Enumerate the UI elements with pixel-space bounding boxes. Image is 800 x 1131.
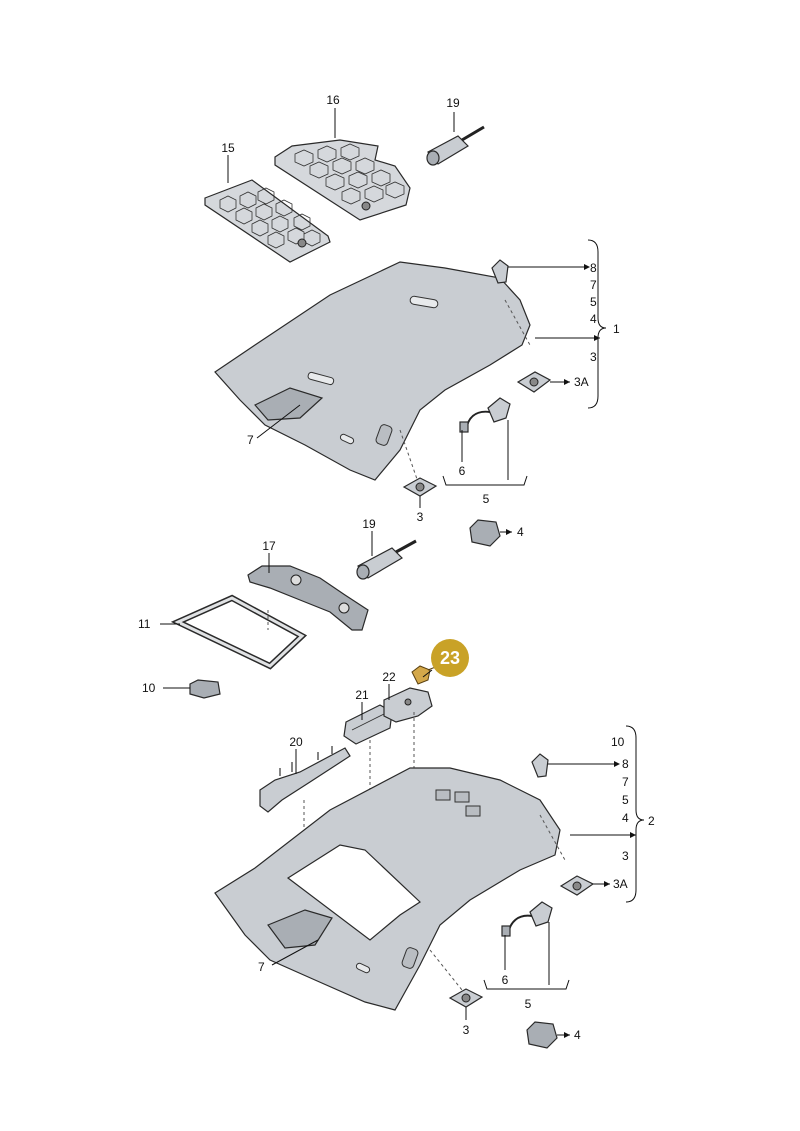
callout-4-lower: 4 [574, 1028, 581, 1042]
callout-4-upper-right: 4 [590, 312, 597, 326]
callout-19-lower: 19 [362, 517, 376, 531]
part-3A-lower[interactable] [559, 875, 595, 896]
part-22-bracket[interactable] [383, 687, 433, 723]
callout-10-middle: 10 [142, 681, 156, 695]
part-4-lower[interactable] [526, 1021, 558, 1049]
callout-7-upper-right: 7 [590, 278, 597, 292]
part-16-insulation-mat[interactable] [274, 139, 411, 221]
part-8-clip-upper[interactable] [491, 259, 509, 284]
callout-21: 21 [355, 688, 369, 702]
callout-6-lower: 6 [502, 973, 509, 987]
callout-3-lower: 3 [463, 1023, 470, 1037]
part-17-bracket[interactable] [247, 565, 369, 631]
part-15-insulation-mat[interactable] [204, 179, 331, 263]
part-19-damper-lower[interactable] [356, 539, 417, 580]
callout-10-lower-right: 10 [611, 735, 625, 749]
callout-4-lower-right: 4 [622, 811, 629, 825]
callout-3A-upper: 3A [574, 375, 589, 389]
callout-19-upper: 19 [446, 96, 460, 110]
callout-6-upper: 6 [459, 464, 466, 478]
part-23-highlighted-clip[interactable]: 23 [411, 639, 469, 685]
part-19-damper-upper[interactable] [426, 125, 485, 166]
callout-2: 2 [648, 814, 655, 828]
part-8-clip-lower[interactable] [531, 753, 549, 778]
part-20-rail[interactable] [259, 746, 351, 813]
callout-16: 16 [326, 93, 340, 107]
part-3-upper[interactable] [402, 477, 438, 497]
lower-leader-lines [271, 725, 645, 1038]
part-3A-upper[interactable] [516, 371, 552, 393]
callout-7-lower: 7 [258, 960, 265, 974]
callout-3-upper-right: 3 [590, 350, 597, 364]
callout-17: 17 [262, 539, 276, 553]
callout-7-lower-right: 7 [622, 775, 629, 789]
callout-20: 20 [289, 735, 303, 749]
callout-3-upper: 3 [417, 510, 424, 524]
callout-15: 15 [221, 141, 235, 155]
part-4-upper[interactable] [469, 519, 501, 547]
callout-11: 11 [138, 617, 151, 631]
callout-7-upper: 7 [247, 433, 254, 447]
callout-4-upper: 4 [517, 525, 524, 539]
callout-3A-lower: 3A [613, 877, 628, 891]
callout-23-badge [431, 639, 469, 677]
part-10-clip-middle[interactable] [189, 679, 221, 699]
headliner-1[interactable] [214, 261, 531, 483]
part-3-lower[interactable] [448, 988, 484, 1008]
callout-8-lower: 8 [622, 757, 629, 771]
part-21-duct[interactable] [343, 704, 393, 745]
part-11-sunroof-seal[interactable] [170, 594, 308, 670]
callout-8-upper: 8 [590, 261, 597, 275]
part-5-hook-upper[interactable] [459, 397, 511, 433]
callout-23: 23 [440, 648, 460, 668]
callout-5-upper: 5 [483, 492, 490, 506]
part-5-hook-lower[interactable] [501, 901, 553, 937]
callout-1: 1 [613, 322, 620, 336]
callout-5-upper-right: 5 [590, 295, 597, 309]
callout-5-lower-right: 5 [622, 793, 629, 807]
callout-5-lower: 5 [525, 997, 532, 1011]
upper-leader-lines [227, 108, 607, 535]
callout-22: 22 [382, 670, 396, 684]
callout-3-lower-right: 3 [622, 849, 629, 863]
